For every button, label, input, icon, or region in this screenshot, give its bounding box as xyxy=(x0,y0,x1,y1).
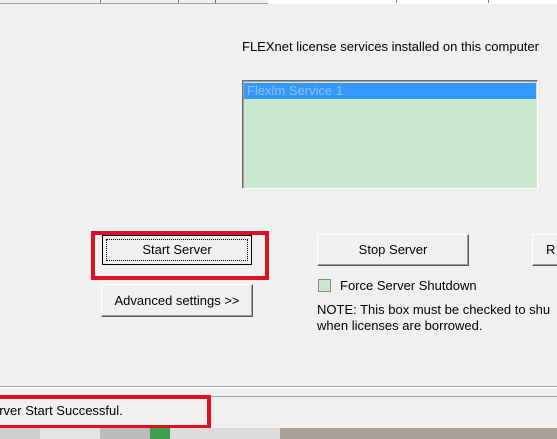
note-line-2: when licenses are borrowed. xyxy=(317,318,483,333)
service-list-item-selected[interactable]: Flexlm Service 1 xyxy=(244,83,536,99)
tab-left-fragment[interactable] xyxy=(0,0,269,4)
tab-strip xyxy=(0,0,557,4)
force-shutdown-label[interactable]: Force Server Shutdown xyxy=(340,277,477,293)
stop-server-button[interactable]: Stop Server xyxy=(317,234,469,266)
status-bar xyxy=(0,396,557,424)
force-shutdown-row[interactable]: Force Server Shutdown xyxy=(318,277,477,293)
desktop-background-strip xyxy=(0,428,557,439)
service-listbox[interactable]: Flexlm Service 1 xyxy=(242,80,538,189)
advanced-settings-button[interactable]: Advanced settings >> xyxy=(101,284,253,317)
status-message: erver Start Successful. xyxy=(0,403,123,418)
start-server-button[interactable]: Start Server xyxy=(102,235,252,265)
services-installed-label: FLEXnet license services installed on th… xyxy=(242,39,539,54)
borrowed-license-note: NOTE: This box must be checked to shu wh… xyxy=(317,302,557,334)
reread-license-file-button[interactable]: R xyxy=(532,234,557,266)
focus-rectangle xyxy=(106,239,248,261)
start-server-label: Start Server xyxy=(142,242,212,257)
tab-right-fragment[interactable] xyxy=(268,0,557,4)
status-separator xyxy=(0,386,557,388)
note-line-1: NOTE: This box must be checked to shu xyxy=(317,302,551,317)
force-shutdown-checkbox[interactable] xyxy=(318,278,331,292)
